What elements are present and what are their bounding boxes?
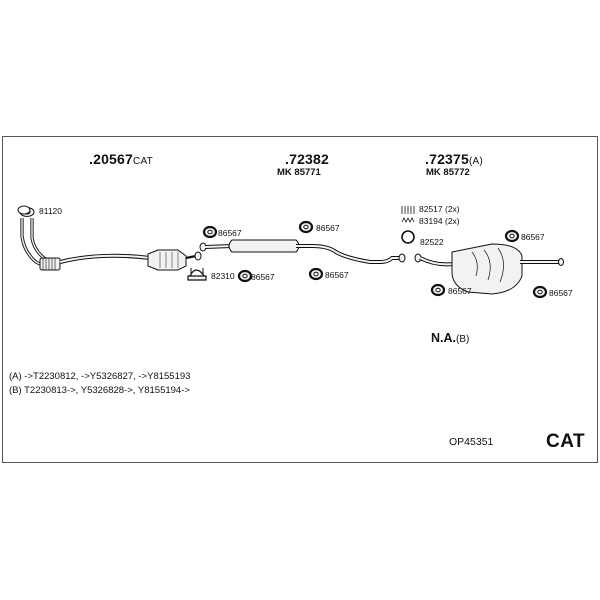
group-20567-label: .20567CAT <box>89 151 153 167</box>
part-86567-e: 86567 <box>521 232 545 242</box>
rubber-mount-icon <box>298 220 314 234</box>
bolts-82517-icon <box>401 206 415 214</box>
part-82310: 82310 <box>211 271 235 281</box>
diagram-code: OP45351 <box>449 436 494 448</box>
group-72375-label: .72375(A) <box>425 151 483 167</box>
clamp-82310-icon <box>187 268 207 281</box>
rubber-mount-icon <box>532 285 548 299</box>
group-72375-mk: MK 85772 <box>426 167 470 178</box>
rubber-mounts <box>202 220 548 299</box>
part-86567-a: 86567 <box>218 228 242 238</box>
part-86567-g: 86567 <box>549 288 573 298</box>
group-72382-mk: MK 85771 <box>277 167 321 178</box>
group-72382-label: .72382 <box>285 151 330 167</box>
part-86567-b: 86567 <box>251 272 275 282</box>
part-83194: 83194 (2x) <box>419 216 460 226</box>
springs-83194-icon <box>401 217 415 223</box>
front-pipe <box>19 207 151 271</box>
rear-silencer <box>414 243 564 295</box>
part-86567-d: 86567 <box>325 270 349 280</box>
part-82517: 82517 (2x) <box>419 204 460 214</box>
part-81120: 81120 <box>39 206 63 216</box>
part-82522: 82522 <box>420 237 444 247</box>
system-type-label: CAT <box>546 431 586 452</box>
note-a: (A) ->T2230812, ->Y5326827, ->Y8155193 <box>9 371 191 382</box>
rubber-mount-icon <box>202 225 218 239</box>
middle-muffler <box>228 239 300 253</box>
ring-82522-icon <box>401 230 415 244</box>
na-label: N.A.(B) <box>431 331 470 345</box>
rubber-mount-icon <box>504 229 520 243</box>
part-86567-c: 86567 <box>316 223 340 233</box>
part-86567-f: 86567 <box>448 286 472 296</box>
diagram-frame <box>2 136 598 463</box>
catalytic-converter <box>147 249 202 271</box>
rubber-mount-icon <box>308 267 324 281</box>
gasket-81120-icon <box>17 205 31 215</box>
rear-muffler <box>451 243 523 295</box>
middle-pipe <box>199 239 406 264</box>
rubber-mount-icon <box>237 269 253 283</box>
rubber-mount-icon <box>430 283 446 297</box>
note-b: (B) T2230813->, Y5326828->, Y8155194-> <box>9 385 190 396</box>
